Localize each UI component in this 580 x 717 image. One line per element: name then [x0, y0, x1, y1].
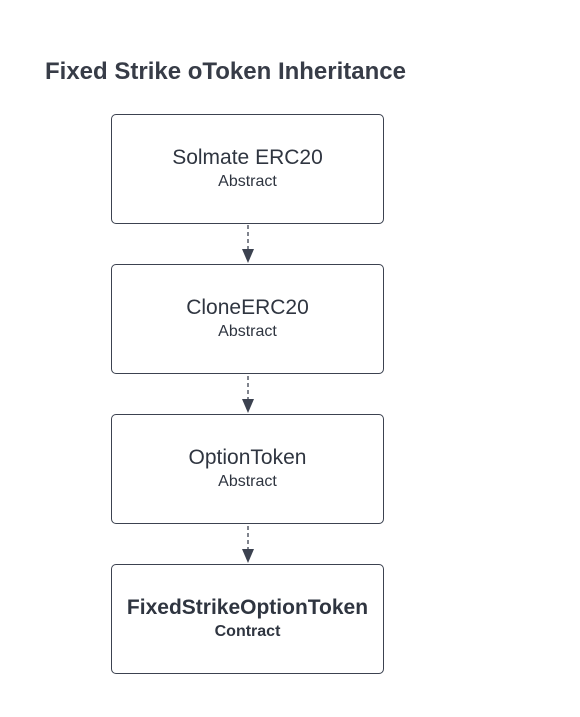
node-name: CloneERC20 — [186, 296, 309, 319]
node-kind: Abstract — [218, 323, 277, 340]
node-clone-erc20[interactable]: CloneERC20 Abstract — [111, 264, 384, 374]
node-option-token[interactable]: OptionToken Abstract — [111, 414, 384, 524]
edge-solmate-to-clone — [242, 225, 254, 263]
node-name: FixedStrikeOptionToken — [126, 596, 369, 619]
node-kind: Abstract — [218, 473, 277, 490]
node-fixed-strike-option-token[interactable]: FixedStrikeOptionToken Contract — [111, 564, 384, 674]
edge-option-to-fixedstrike — [242, 526, 254, 563]
node-name: Solmate ERC20 — [172, 146, 323, 169]
node-name: OptionToken — [188, 446, 307, 469]
arrowhead-icon — [242, 399, 254, 413]
edge-clone-to-option — [242, 376, 254, 413]
node-solmate-erc20[interactable]: Solmate ERC20 Abstract — [111, 114, 384, 224]
node-kind: Abstract — [218, 173, 277, 190]
diagram-title: Fixed Strike oToken Inheritance — [45, 58, 406, 85]
node-kind: Contract — [214, 623, 281, 640]
arrowhead-icon — [242, 249, 254, 263]
arrowhead-icon — [242, 549, 254, 563]
